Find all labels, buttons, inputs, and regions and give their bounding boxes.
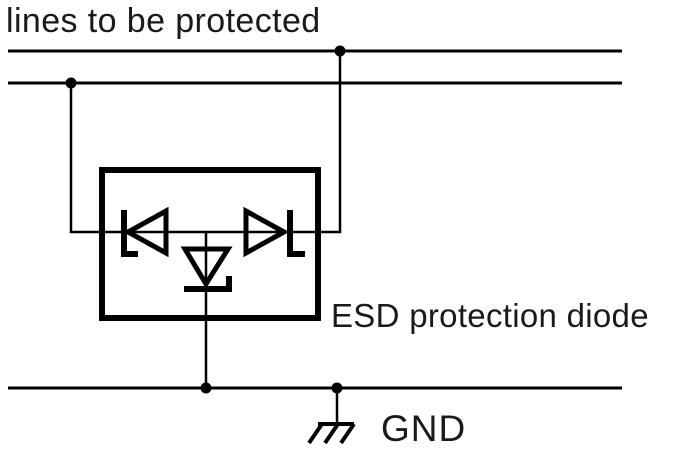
ground-symbol-icon (307, 388, 356, 445)
diode-center-triangle (180, 246, 233, 289)
diode-right-cathode-bar (287, 210, 305, 257)
ground-hatch-2 (323, 422, 340, 445)
diode-left-triangle (122, 206, 169, 258)
ground-hatch-1 (307, 422, 324, 445)
diode-left (121, 206, 169, 258)
diode-right (243, 206, 305, 258)
diode-left-cathode-bar (121, 210, 138, 257)
junction-dot-line2 (65, 77, 77, 89)
gnd-label: GND (381, 408, 467, 449)
diode-center-cathode-bar (184, 276, 232, 292)
diode-center (180, 246, 233, 292)
junction-dot-diode-gnd (200, 382, 212, 394)
protected-lines-label: lines to be protected (6, 2, 321, 40)
junction-dot-line1 (334, 45, 346, 57)
esd-package-box (99, 167, 321, 321)
esd-protection-diode-label: ESD protection diode (331, 297, 649, 334)
ground-hatch-3 (339, 422, 356, 445)
diode-right-triangle (243, 206, 290, 258)
